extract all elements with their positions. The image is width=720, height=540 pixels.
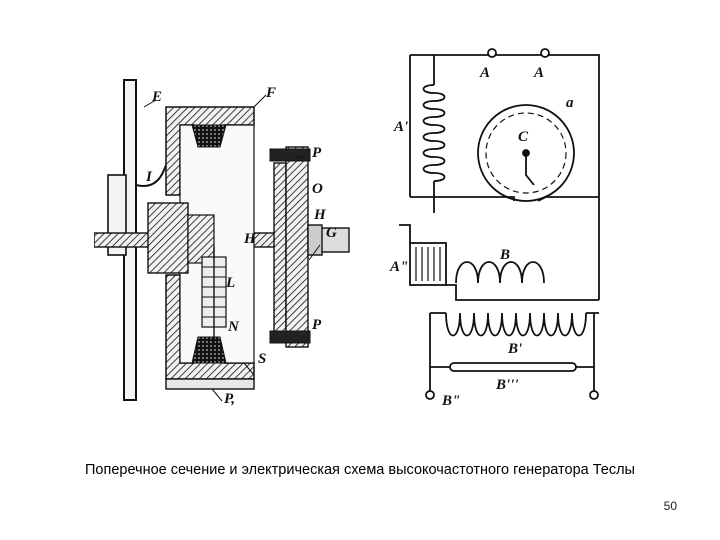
label-E: E: [151, 89, 162, 105]
hub-inner: [187, 214, 215, 264]
disc-O: [273, 162, 287, 334]
label-N: N: [227, 319, 240, 335]
terminal-B-double-prime-right: [589, 390, 599, 400]
page-number: 50: [663, 499, 677, 513]
label-B-triple-prime: B''': [495, 377, 519, 393]
label-B: B: [499, 247, 510, 263]
circuit-labels: A A a C A' A" B B' B''' B": [389, 65, 574, 407]
label-P-bottom: P: [312, 317, 322, 333]
hub: [147, 202, 189, 274]
figure-caption: Поперечное сечение и электрическая схема…: [85, 462, 635, 478]
generator-a-inner: [485, 112, 567, 194]
coil-B-prime: [445, 312, 587, 337]
label-A-right: A: [533, 65, 544, 81]
bolt-P-bottom: [269, 330, 311, 344]
lamp-B-triple-prime: [449, 362, 577, 372]
disc-rim: [285, 146, 309, 348]
magnet-top: [191, 124, 227, 148]
label-O: O: [312, 181, 323, 197]
label-P-top: P: [312, 145, 322, 161]
wire-top: [410, 54, 600, 300]
figure-drawing: E F I P O H G H L N P S P,: [94, 48, 600, 407]
bolt-P-top: [269, 148, 311, 162]
label-F: F: [265, 85, 276, 101]
terminal-A-left: [487, 48, 497, 58]
nut-G: [307, 224, 323, 256]
label-a: a: [566, 95, 574, 111]
leader-lines-left: [143, 94, 321, 402]
label-B-prime: B': [507, 341, 522, 357]
label-G: G: [326, 225, 337, 241]
circuit-drawing: [399, 48, 600, 400]
cross-section-drawing: [94, 79, 350, 402]
magnet-bottom: [191, 336, 227, 364]
base-P: [165, 378, 255, 390]
label-B-double-prime: B": [441, 393, 460, 407]
label-S: S: [258, 351, 266, 367]
terminal-A-right: [540, 48, 550, 58]
cross-section-labels: E F I P O H G H L N P S P,: [145, 85, 337, 407]
label-P-base: P,: [224, 391, 235, 407]
label-I: I: [145, 169, 153, 185]
label-H-inner: H: [243, 231, 257, 247]
label-A-prime: A': [393, 119, 408, 135]
terminal-B-double-prime-left: [425, 390, 435, 400]
label-A-double-prime: A": [389, 259, 408, 275]
coil-B: [455, 261, 545, 284]
label-L: L: [225, 275, 235, 291]
label-A-left: A: [479, 65, 490, 81]
coil-A-prime: [422, 84, 446, 182]
label-H-outer: H: [313, 207, 327, 223]
tesla-generator-figure: E F I P O H G H L N P S P,: [94, 45, 606, 407]
arm-I: [135, 144, 170, 187]
label-C: C: [518, 129, 529, 145]
